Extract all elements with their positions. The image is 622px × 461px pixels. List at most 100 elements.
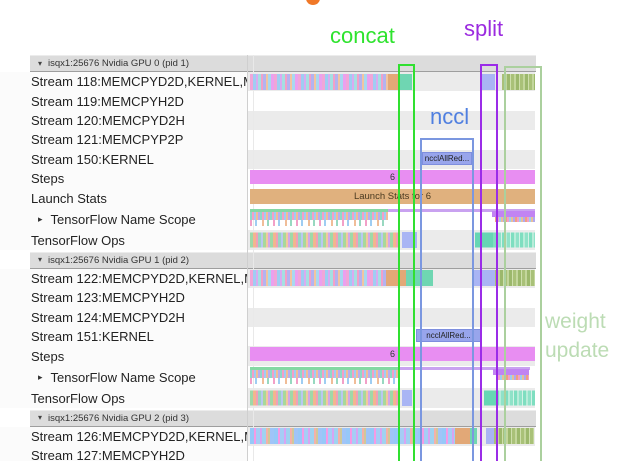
timeline-row: Steps 6 bbox=[0, 346, 622, 366]
timeline-row: ▸TensorFlow Name Scope bbox=[0, 207, 622, 231]
row-label[interactable]: Steps bbox=[0, 346, 247, 366]
trace-event-lilac[interactable] bbox=[482, 73, 495, 90]
trace-event-steps[interactable]: 6 bbox=[250, 347, 535, 362]
row-label[interactable]: Stream 118:MEMCPYD2D,KERNEL,ME bbox=[0, 72, 247, 92]
timeline-row: Stream 120:MEMCPYD2H bbox=[0, 110, 622, 131]
row-track[interactable] bbox=[248, 110, 535, 131]
timeline-row: Stream 119:MEMCPYH2D bbox=[0, 91, 622, 111]
split-box bbox=[480, 64, 498, 461]
trace-event-nsStrip[interactable] bbox=[250, 366, 400, 370]
row-track[interactable] bbox=[248, 446, 535, 461]
row-label[interactable]: Stream 121:MEMCPYP2P bbox=[0, 130, 247, 150]
row-label-text: TensorFlow Ops bbox=[31, 390, 125, 406]
expand-arrow-icon[interactable]: ▸ bbox=[38, 371, 43, 382]
trace-event-vbar[interactable] bbox=[492, 210, 535, 217]
trace-event-tealSolid[interactable] bbox=[484, 390, 496, 406]
row-label[interactable]: Stream 151:KERNEL bbox=[0, 327, 247, 347]
trace-event-vline[interactable] bbox=[400, 366, 530, 370]
section-header-band[interactable]: ▾isqx1:25676 Nvidia GPU 2 (pid 3) bbox=[30, 409, 536, 427]
section-header[interactable]: ▾isqx1:25676 Nvidia GPU 2 (pid 3) bbox=[0, 409, 622, 427]
row-label[interactable]: Stream 120:MEMCPYD2H bbox=[0, 110, 247, 131]
section-header-band[interactable]: ▾isqx1:25676 Nvidia GPU 1 (pid 2) bbox=[30, 251, 536, 269]
trace-event-launch[interactable]: Launch Stats for 6 bbox=[250, 189, 535, 205]
expand-arrow-icon[interactable]: ▸ bbox=[38, 213, 43, 224]
trace-event-nsFringe2[interactable] bbox=[250, 377, 400, 384]
row-label[interactable]: Stream 126:MEMCPYD2D,KERNEL,MI bbox=[0, 426, 247, 447]
trace-event-ncclbar[interactable]: ncclAllRed... bbox=[416, 329, 481, 342]
trace-event-olive[interactable] bbox=[502, 73, 535, 90]
trace-event-teal[interactable] bbox=[406, 270, 433, 287]
trace-event-vline[interactable] bbox=[388, 208, 535, 212]
trace-event-tealStripes[interactable] bbox=[493, 232, 535, 248]
trace-event-teal[interactable] bbox=[398, 73, 412, 90]
trace-event-orange[interactable] bbox=[386, 270, 406, 287]
trace-event-ncclbar[interactable]: ncclAllRed... bbox=[422, 151, 472, 165]
annotation-concat: concat bbox=[330, 23, 395, 48]
trace-event-nsFringe[interactable] bbox=[250, 369, 400, 378]
trace-event-lilac[interactable] bbox=[473, 270, 495, 287]
trace-event-stripesA[interactable] bbox=[250, 73, 388, 90]
trace-event-nsFringe2[interactable] bbox=[250, 219, 388, 226]
row-track[interactable] bbox=[248, 130, 535, 150]
row-track[interactable] bbox=[248, 91, 535, 111]
trace-event-lilac[interactable] bbox=[402, 390, 412, 407]
row-label[interactable]: Launch Stats bbox=[0, 188, 247, 208]
row-track[interactable] bbox=[248, 288, 535, 308]
trace-event-stripesA[interactable] bbox=[250, 270, 386, 287]
trace-event-stripesB[interactable] bbox=[250, 232, 398, 248]
trace-event-orange[interactable] bbox=[388, 73, 398, 90]
row-label-text: Stream 118:MEMCPYD2D,KERNEL,ME bbox=[31, 74, 247, 90]
row-label[interactable]: ▸TensorFlow Name Scope bbox=[0, 207, 247, 231]
row-label-text: Stream 120:MEMCPYD2H bbox=[31, 112, 185, 128]
collapse-triangle-icon[interactable]: ▾ bbox=[38, 413, 43, 423]
row-label[interactable]: Stream 123:MEMCPYH2D bbox=[0, 288, 247, 308]
trace-event-steps[interactable]: 6 bbox=[250, 170, 535, 184]
trace-event-vfringe[interactable] bbox=[496, 374, 529, 380]
row-label-text: Stream 119:MEMCPYH2D bbox=[31, 93, 184, 109]
row-label-text: TensorFlow Name Scope bbox=[50, 369, 196, 385]
section-header[interactable]: ▾isqx1:25676 Nvidia GPU 0 (pid 1) bbox=[0, 55, 622, 72]
collapse-triangle-icon[interactable]: ▾ bbox=[38, 255, 43, 265]
row-label[interactable]: TensorFlow Ops bbox=[0, 230, 247, 250]
collapse-triangle-icon[interactable]: ▾ bbox=[38, 58, 43, 68]
row-label-text: Launch Stats bbox=[31, 190, 107, 206]
weight-update-box bbox=[504, 66, 542, 461]
section-header[interactable]: ▾isqx1:25676 Nvidia GPU 1 (pid 2) bbox=[0, 251, 622, 269]
timeline-row: Stream 118:MEMCPYD2D,KERNEL,ME bbox=[0, 72, 622, 92]
trace-event-stripesB[interactable] bbox=[250, 390, 400, 406]
timeline-row: Stream 124:MEMCPYD2H bbox=[0, 307, 622, 327]
row-label[interactable]: Steps bbox=[0, 169, 247, 189]
row-label[interactable]: Stream 122:MEMCPYD2D,KERNEL,MI bbox=[0, 268, 247, 289]
trace-event-nsStrip[interactable] bbox=[250, 208, 388, 212]
trace-event-stripesC[interactable] bbox=[250, 428, 455, 445]
time-gridline bbox=[253, 55, 254, 461]
section-header-band[interactable]: ▾isqx1:25676 Nvidia GPU 0 (pid 1) bbox=[30, 55, 536, 72]
cropped-orange-glyph bbox=[306, 0, 320, 5]
row-label[interactable]: Stream 124:MEMCPYD2H bbox=[0, 307, 247, 327]
annotation-nccl: nccl bbox=[430, 104, 470, 129]
timeline-row: Stream 127:MEMCPYH2D bbox=[0, 446, 622, 461]
row-label-text: Stream 123:MEMCPYH2D bbox=[31, 290, 185, 306]
trace-event-lilac[interactable] bbox=[486, 428, 494, 445]
row-label-text: Stream 124:MEMCPYD2H bbox=[31, 309, 185, 325]
trace-event-orange[interactable] bbox=[455, 428, 470, 445]
trace-event-tealSolid[interactable] bbox=[475, 232, 493, 248]
row-label[interactable]: Stream 127:MEMCPYH2D bbox=[0, 446, 247, 461]
row-label-text: Stream 126:MEMCPYD2D,KERNEL,MI bbox=[31, 428, 247, 444]
annotation-weight-update-line2: update bbox=[545, 339, 610, 362]
row-track[interactable] bbox=[248, 307, 535, 327]
row-label-text: Stream 122:MEMCPYD2D,KERNEL,MI bbox=[31, 270, 247, 286]
row-label[interactable]: Stream 150:KERNEL bbox=[0, 149, 247, 169]
trace-event-vbar[interactable] bbox=[493, 368, 529, 375]
row-label[interactable]: Stream 119:MEMCPYH2D bbox=[0, 91, 247, 111]
trace-event-nsFringe[interactable] bbox=[250, 211, 388, 220]
row-label-text: Steps bbox=[31, 348, 65, 364]
trace-event-vfringe[interactable] bbox=[495, 216, 535, 222]
row-label[interactable]: ▸ TensorFlow Name Scope bbox=[0, 365, 247, 389]
annotation-weight-update-line1: weight bbox=[545, 310, 606, 333]
row-label[interactable]: TensorFlow Ops bbox=[0, 388, 247, 408]
row-label-text: TensorFlow Ops bbox=[31, 232, 125, 248]
row-label-text: Stream 150:KERNEL bbox=[31, 151, 154, 167]
